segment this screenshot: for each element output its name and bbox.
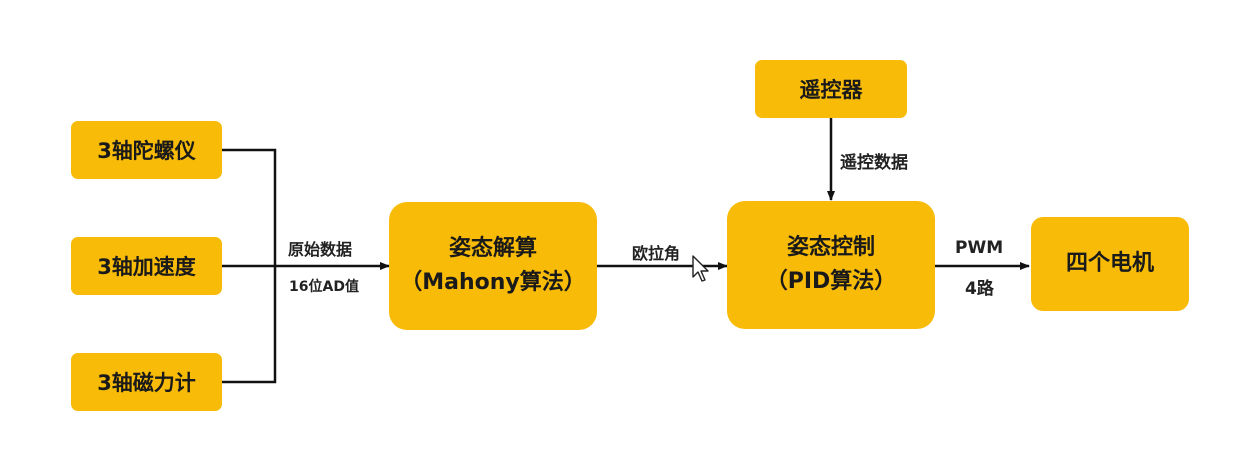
node-attitude-control-subtitle: （PID算法） xyxy=(765,269,897,294)
edge-label-remote-data: 遥控数据 xyxy=(840,153,908,173)
node-gyroscope-label: 3轴陀螺仪 xyxy=(97,139,196,163)
edge-label-raw-data-sub: 16位AD值 xyxy=(289,279,359,295)
edge-label-pwm: PWM xyxy=(955,238,1004,258)
node-four-motors: 四个电机 xyxy=(1031,217,1189,311)
node-magnetometer: 3轴磁力计 xyxy=(71,353,222,411)
node-attitude-solve: 姿态解算 （Mahony算法） xyxy=(389,202,597,330)
edge-label-pwm-sub: 4路 xyxy=(965,279,994,299)
node-attitude-control: 姿态控制 （PID算法） xyxy=(727,201,935,329)
node-attitude-solve-title: 姿态解算 xyxy=(448,235,537,261)
node-remote-controller: 遥控器 xyxy=(755,60,907,118)
node-attitude-control-title: 姿态控制 xyxy=(786,234,875,260)
node-gyroscope: 3轴陀螺仪 xyxy=(71,121,222,179)
node-attitude-solve-subtitle: （Mahony算法） xyxy=(400,270,586,295)
node-accelerometer: 3轴加速度 xyxy=(71,237,222,295)
mouse-pointer-icon xyxy=(692,255,709,282)
edge-label-euler: 欧拉角 xyxy=(632,244,681,263)
node-accelerometer-label: 3轴加速度 xyxy=(97,255,196,279)
node-remote-controller-label: 遥控器 xyxy=(799,78,863,102)
edge-label-raw-data: 原始数据 xyxy=(288,240,353,259)
node-four-motors-label: 四个电机 xyxy=(1065,250,1154,276)
node-magnetometer-label: 3轴磁力计 xyxy=(97,371,196,395)
